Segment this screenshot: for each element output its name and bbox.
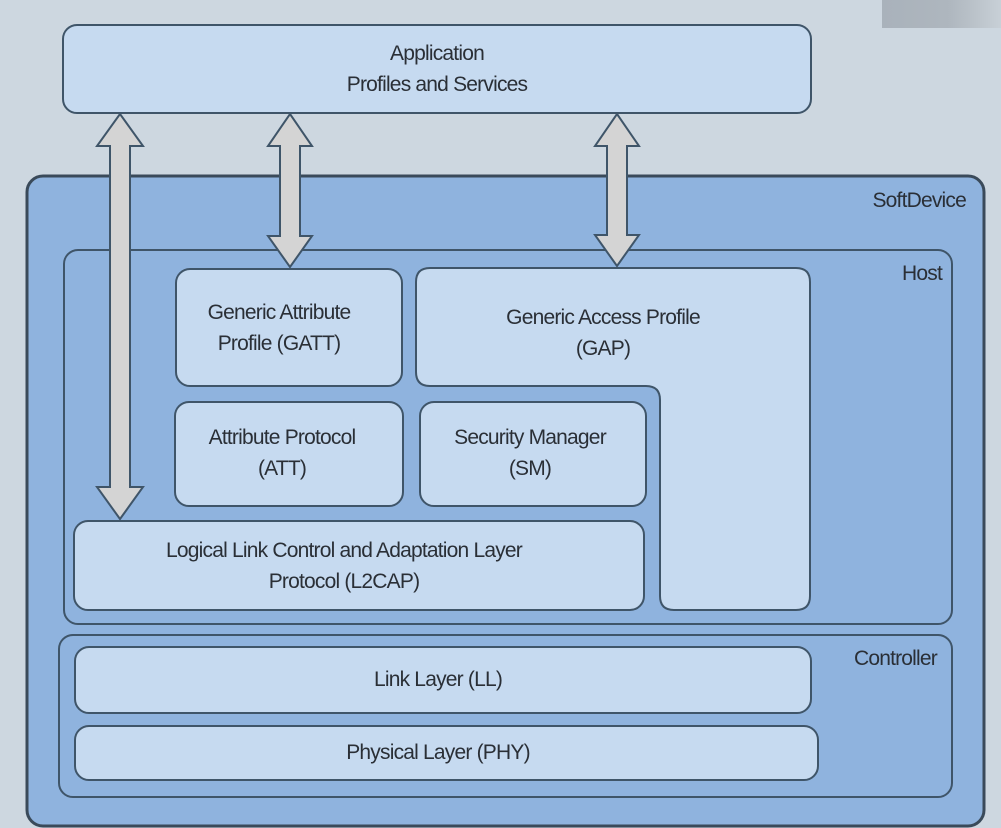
- softdevice-label: SoftDevice: [872, 189, 966, 212]
- sm-abbrev: (SM): [508, 457, 552, 480]
- sm-name: Security Manager: [454, 426, 607, 449]
- application-l2cap-arrow: [95, 112, 145, 521]
- l2cap-label: Logical Link Control and Adaptation Laye…: [84, 535, 604, 597]
- gatt-abbrev: Profile (GATT): [217, 332, 341, 355]
- host-label: Host: [902, 262, 943, 285]
- sm-block: [419, 401, 647, 507]
- l2cap-name: Logical Link Control and Adaptation Laye…: [166, 539, 523, 562]
- att-name: Attribute Protocol: [208, 426, 356, 449]
- application-label: Application Profiles and Services: [260, 38, 614, 100]
- sm-label: Security Manager (SM): [420, 422, 640, 484]
- gatt-label: Generic Attribute Profile (GATT): [176, 297, 382, 359]
- gap-abbrev: (GAP): [575, 337, 631, 360]
- gap-block: [415, 267, 811, 611]
- link-layer-block: [74, 646, 812, 714]
- physical-layer-label: Physical Layer (PHY): [346, 741, 530, 764]
- gap-label: Generic Access Profile (GAP): [460, 302, 746, 364]
- l2cap-abbrev: Protocol (L2CAP): [268, 570, 420, 593]
- application-block: [62, 24, 812, 114]
- att-abbrev: (ATT): [257, 457, 307, 480]
- blurred-watermark: [882, 0, 1001, 28]
- application-subtitle: Profiles and Services: [346, 73, 528, 96]
- l2cap-block: [73, 520, 645, 611]
- link-layer-label: Link Layer (LL): [373, 668, 503, 691]
- application-gap-arrow: [593, 112, 641, 268]
- physical-layer-block: [74, 725, 819, 781]
- application-gatt-arrow: [266, 112, 314, 269]
- gatt-block: [175, 268, 403, 387]
- controller-label: Controller: [853, 647, 938, 670]
- application-title: Application: [390, 42, 485, 65]
- gap-name: Generic Access Profile: [506, 306, 700, 329]
- gatt-name: Generic Attribute: [207, 301, 352, 324]
- att-label: Attribute Protocol (ATT): [175, 422, 389, 484]
- att-block: [174, 401, 404, 507]
